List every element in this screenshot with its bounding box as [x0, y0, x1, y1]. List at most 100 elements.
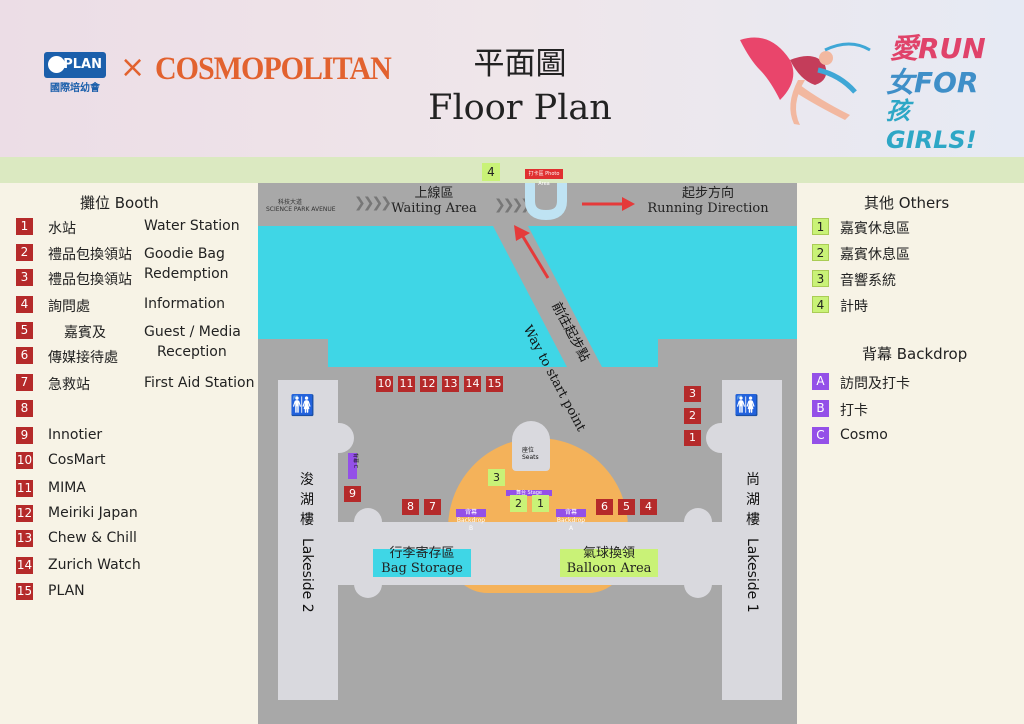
- lakeside-1-zh: 尚湖樓: [746, 472, 760, 528]
- backdrop-a[interactable]: 背幕 Backdrop A: [556, 509, 586, 532]
- runner-illustration: [740, 37, 871, 125]
- booth-legend-zh-4: 詢問處: [48, 299, 90, 315]
- backdrop-c[interactable]: [348, 453, 357, 479]
- others-3-sound[interactable]: 3: [488, 469, 505, 486]
- booth-legend-zh-5: 嘉賓及: [64, 325, 106, 341]
- seats-area: [512, 421, 550, 471]
- booth-legend-badge-9: 9: [16, 427, 33, 444]
- booth-legend-badge-12: 12: [16, 505, 33, 522]
- science-park-zh: 科技大道: [278, 199, 303, 206]
- booth-legend-en-3: Redemption: [144, 266, 229, 282]
- science-park-en: SCIENCE PARK AVENUE: [266, 206, 336, 213]
- booth-legend-badge-4: 4: [16, 296, 33, 313]
- backdrop-legend-badge-B: B: [812, 400, 829, 417]
- booth-legend-badge-5: 5: [16, 322, 33, 339]
- others-legend-badge-2: 2: [812, 244, 829, 261]
- map-booth-11[interactable]: 11: [398, 376, 415, 392]
- map-booth-1[interactable]: 1: [684, 430, 701, 446]
- map-booth-6[interactable]: 6: [596, 499, 613, 515]
- backdrop-legend-label-B: 打卡: [840, 403, 868, 419]
- backdrop-legend-label-C: Cosmo: [840, 427, 888, 443]
- backdrop-c-label: 背幕 C: [352, 453, 358, 469]
- map-booth-14[interactable]: 14: [464, 376, 481, 392]
- booth-legend-badge-11: 11: [16, 480, 33, 497]
- booth-legend-zh-14: Zurich Watch: [48, 557, 141, 573]
- u-turn-arrow-icon: [525, 183, 567, 221]
- running-direction-label: 起步方向 Running Direction: [647, 186, 769, 216]
- lakeside-2-en: Lakeside 2: [299, 538, 315, 613]
- booth-legend-badge-2: 2: [16, 244, 33, 261]
- floor-plan-map: 科技大道 SCIENCE PARK AVENUE ❯❯❯❯ ❯❯❯❯ 上線區 W…: [258, 169, 797, 724]
- diagonal-path: [493, 226, 613, 388]
- booth-legend-badge-3: 3: [16, 269, 33, 286]
- running-direction-arrow-icon: [582, 197, 635, 211]
- map-booth-5[interactable]: 5: [618, 499, 635, 515]
- seats-zh: 座位: [522, 447, 535, 454]
- others-legend-label-1: 嘉賓休息區: [840, 221, 910, 237]
- backdrop-b[interactable]: 背幕 Backdrop B: [456, 509, 486, 532]
- map-booth-3[interactable]: 3: [684, 386, 701, 402]
- booth-legend-en-5: Guest / Media: [144, 324, 241, 340]
- booth-legend-zh-3: 禮品包換領站: [48, 272, 132, 288]
- booth-9[interactable]: 9: [344, 486, 361, 502]
- lakeside-1-building: [722, 380, 782, 700]
- walkway-pillar-right: [684, 508, 712, 598]
- booth-legend-zh-7: 急救站: [48, 377, 90, 393]
- map-booth-13[interactable]: 13: [442, 376, 459, 392]
- backdrop-legend-badge-A: A: [812, 373, 829, 390]
- map-booth-10[interactable]: 10: [376, 376, 393, 392]
- backdrop-legend-title: 背幕 Backdrop: [862, 345, 968, 363]
- booth-legend-badge-6: 6: [16, 347, 33, 364]
- map-booth-7[interactable]: 7: [424, 499, 441, 515]
- plan-logo-icon: [48, 56, 65, 73]
- run-logo-line2: 女FOR: [886, 66, 979, 99]
- toilet-icon-right: 🚻: [734, 393, 759, 417]
- map-booth-15[interactable]: 15: [486, 376, 503, 392]
- others-legend-label-3: 音響系統: [840, 273, 896, 289]
- header-banner: [0, 0, 1024, 157]
- booth-legend-zh-6: 傳媒接待處: [48, 350, 118, 366]
- booth-legend-badge-8: 8: [16, 400, 33, 417]
- bag-storage-area: [373, 549, 471, 577]
- stage-green-1[interactable]: 1: [532, 495, 549, 512]
- booth-legend-badge-1: 1: [16, 218, 33, 235]
- booth-legend-badge-13: 13: [16, 530, 33, 547]
- others-legend-label-2: 嘉賓休息區: [840, 247, 910, 263]
- balloon-area: [560, 549, 658, 577]
- booth-legend-badge-7: 7: [16, 374, 33, 391]
- others-legend-label-4: 計時: [840, 299, 868, 315]
- booth-legend-zh-9: Innotier: [48, 427, 103, 443]
- bag-storage-label: 行李寄存區 Bag Storage: [381, 546, 463, 576]
- plan-logo-subtitle: 國際培幼會: [50, 83, 100, 94]
- stage-green-2[interactable]: 2: [510, 495, 527, 512]
- booth-legend-zh-15: PLAN: [48, 583, 85, 599]
- seats-en: Seats: [522, 454, 539, 461]
- timing-marker-4[interactable]: 4: [482, 163, 500, 181]
- lakeside-2-bump: [334, 423, 354, 453]
- booth-legend-zh-11: MIMA: [48, 480, 86, 496]
- map-booth-12[interactable]: 12: [420, 376, 437, 392]
- cosmopolitan-logo: COSMOPOLITAN: [155, 50, 392, 87]
- others-legend-title: 其他 Others: [864, 194, 950, 212]
- booth-legend-zh-1: 水站: [48, 221, 76, 237]
- lakeside-2-zh: 浚湖樓: [300, 472, 314, 528]
- booth-legend-zh-10: CosMart: [48, 452, 106, 468]
- booth-legend-zh-2: 禮品包換領站: [48, 247, 132, 263]
- green-band: [0, 157, 1024, 183]
- booth-legend-en-1: Water Station: [144, 218, 240, 234]
- backdrop-legend-label-A: 訪問及打卡: [840, 376, 910, 392]
- toilet-icon-left: 🚻: [290, 393, 315, 417]
- lake-lower: [328, 339, 658, 367]
- collab-x-icon: ×: [120, 50, 146, 85]
- balloon-area-label: 氣球換領 Balloon Area: [566, 546, 652, 576]
- page-title-en: Floor Plan: [428, 88, 612, 128]
- run-logo-line3: 孩GIRLS!: [886, 97, 977, 154]
- stage-label: 舞台 Stage: [506, 490, 552, 496]
- waiting-area-label: 上線區 Waiting Area: [391, 186, 477, 216]
- booth-legend-zh-13: Chew & Chill: [48, 530, 137, 546]
- map-booth-8[interactable]: 8: [402, 499, 419, 515]
- booth-legend-en-4: Information: [144, 296, 226, 312]
- map-booth-2[interactable]: 2: [684, 408, 701, 424]
- map-booth-4[interactable]: 4: [640, 499, 657, 515]
- photo-area-tag: 打卡區 Photo Area: [525, 169, 563, 187]
